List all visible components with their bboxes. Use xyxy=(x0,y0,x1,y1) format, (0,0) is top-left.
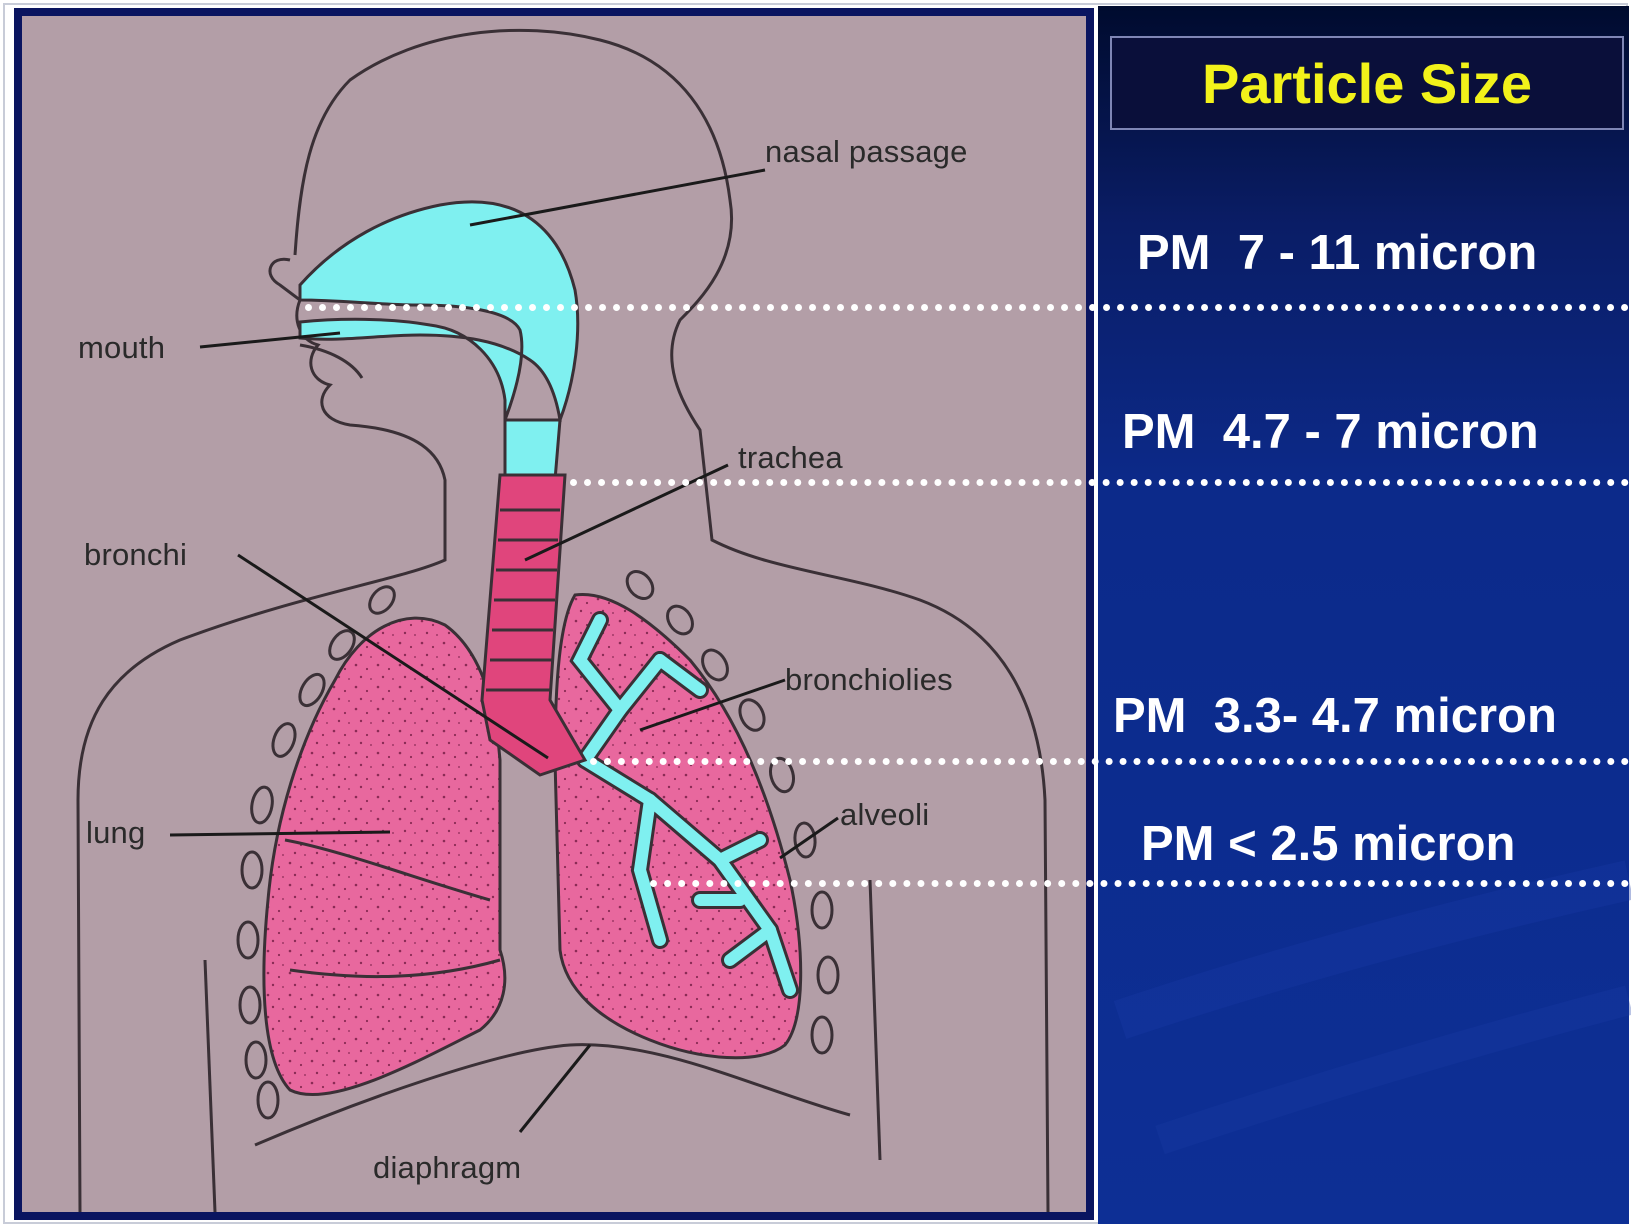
title-box: Particle Size xyxy=(1110,36,1624,130)
boundary-line-2 xyxy=(570,479,1629,486)
title: Particle Size xyxy=(1202,51,1532,116)
pm-range-3-label: PM 3.3- 4.7 micron xyxy=(1113,688,1557,744)
pm-range-4-label: PM < 2.5 micron xyxy=(1141,816,1515,872)
label-lung: lung xyxy=(86,815,145,851)
boundary-line-1 xyxy=(305,304,1629,311)
label-bronchioles: bronchiolies xyxy=(785,662,953,698)
label-nasal-passage: nasal passage xyxy=(765,134,968,170)
label-mouth: mouth xyxy=(78,330,165,366)
pm-range-2-label: PM 4.7 - 7 micron xyxy=(1122,404,1539,460)
boundary-line-3 xyxy=(590,758,1629,765)
label-alveoli: alveoli xyxy=(840,797,929,833)
particle-size-panel xyxy=(1098,6,1629,1224)
boundary-line-4 xyxy=(650,880,1629,887)
label-bronchi: bronchi xyxy=(84,537,187,573)
pm-range-1-label: PM 7 - 11 micron xyxy=(1137,225,1537,281)
label-diaphragm: diaphragm xyxy=(373,1150,521,1186)
label-trachea: trachea xyxy=(738,440,843,476)
